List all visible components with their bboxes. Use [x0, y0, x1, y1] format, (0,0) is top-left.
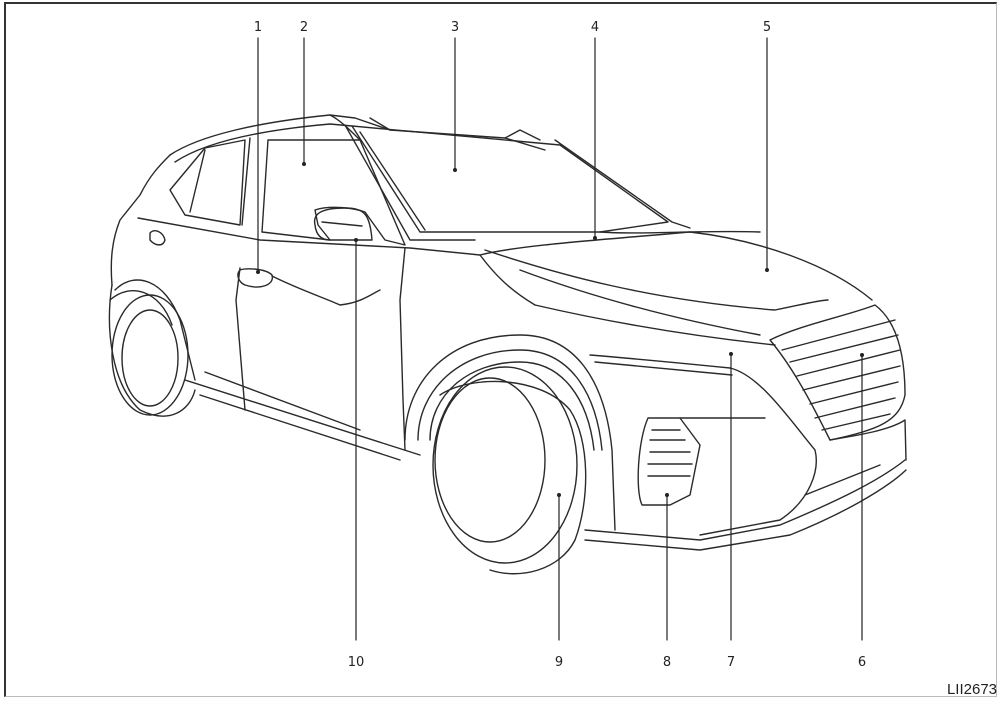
fog-light — [637, 417, 766, 506]
callout-dots — [256, 162, 864, 497]
figure-frame — [4, 2, 997, 697]
callout-9: 9 — [554, 655, 564, 670]
front-grille — [769, 304, 906, 441]
rear-wheel — [108, 279, 196, 417]
side-windows — [169, 124, 476, 246]
callout-3: 3 — [450, 20, 460, 35]
front-bumper — [584, 354, 907, 551]
body-side — [110, 154, 481, 461]
callout-leader-lines — [257, 37, 863, 641]
callout-4: 4 — [590, 20, 600, 35]
callout-2: 2 — [299, 20, 309, 35]
callout-5: 5 — [762, 20, 772, 35]
side-mirror — [313, 207, 373, 241]
callout-7: 7 — [726, 655, 736, 670]
windshield — [351, 125, 691, 233]
callout-6: 6 — [857, 655, 867, 670]
hood — [479, 230, 873, 346]
callout-10: 10 — [347, 655, 365, 670]
callout-8: 8 — [662, 655, 672, 670]
callout-1: 1 — [253, 20, 263, 35]
front-wheel — [404, 334, 616, 575]
figure-id: LII2673 — [946, 681, 997, 698]
